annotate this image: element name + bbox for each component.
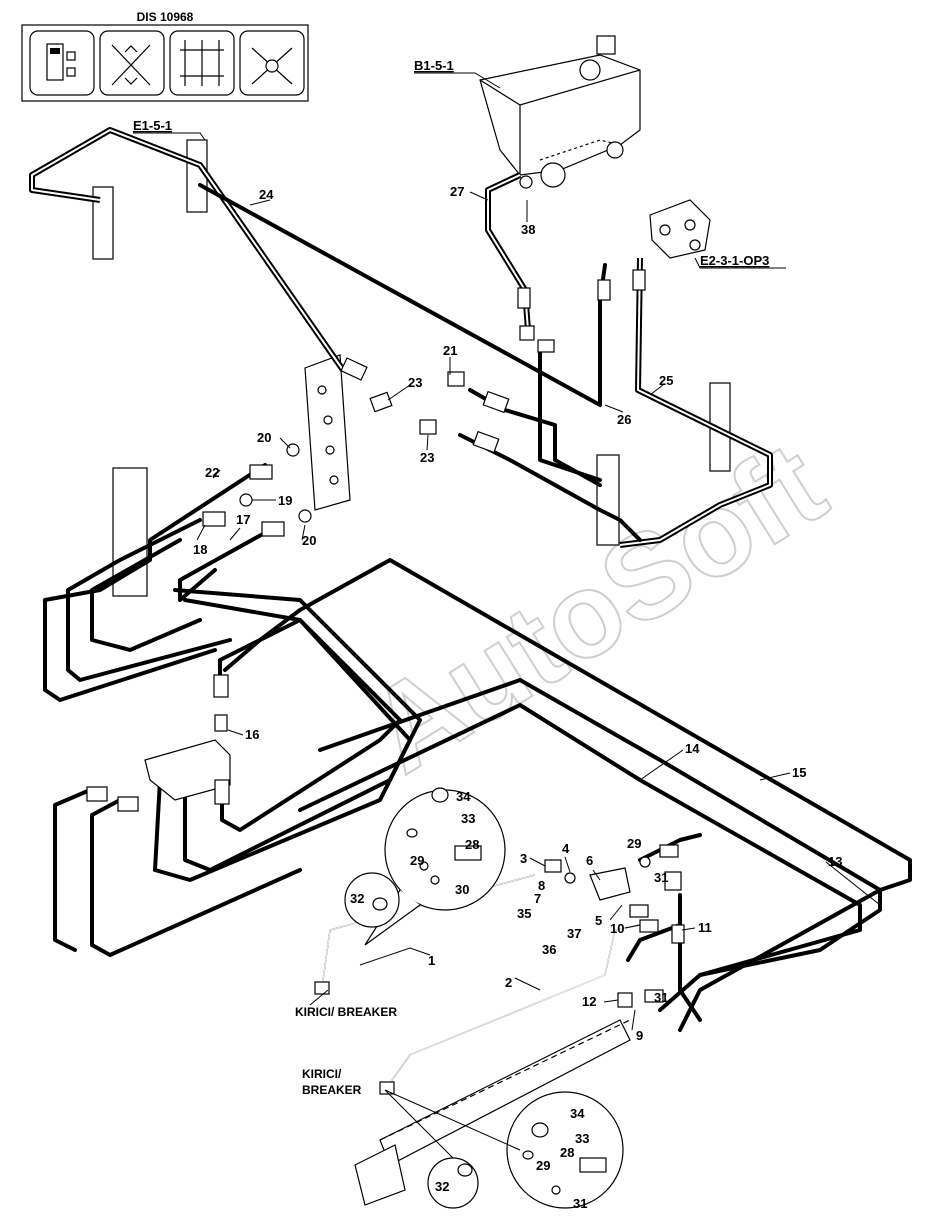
part-label: 25 <box>659 373 673 388</box>
part-label: 35 <box>517 906 531 921</box>
detail-callout-bottom <box>384 1089 624 1209</box>
manifold-blocks <box>92 139 731 597</box>
part-labels: 1 2 3 4 5 6 7 8 9 10 11 12 13 14 15 16 1… <box>193 184 842 1211</box>
part-label: 18 <box>193 542 207 557</box>
part-label: 34 <box>456 789 471 804</box>
ref-valve: E2-3-1-OP3 <box>700 253 769 268</box>
part-label: 13 <box>828 854 842 869</box>
hose-lines <box>29 127 912 1032</box>
part-label: 34 <box>570 1106 585 1121</box>
part-label: 10 <box>610 921 624 936</box>
detail-callout-top <box>344 787 506 946</box>
part-label: 4 <box>562 841 570 856</box>
part-label: 33 <box>575 1131 589 1146</box>
hydraulic-tank <box>479 35 641 188</box>
part-label: 29 <box>410 853 424 868</box>
part-label: 29 <box>536 1158 550 1173</box>
breaker-cylinder <box>354 1019 631 1206</box>
part-label: 19 <box>278 493 292 508</box>
part-label: 23 <box>420 450 434 465</box>
part-label: 38 <box>521 222 535 237</box>
part-label: 16 <box>245 727 259 742</box>
part-label: 2 <box>505 975 512 990</box>
ref-tank: B1-5-1 <box>414 58 454 73</box>
part-label: 15 <box>792 765 806 780</box>
part-label: 31 <box>573 1196 587 1211</box>
part-label: 14 <box>685 741 700 756</box>
ref-left-block: E1-5-1 <box>133 118 172 133</box>
part-label: 24 <box>259 187 274 202</box>
part-label: 28 <box>560 1145 574 1160</box>
header-box: DIS 10968 <box>21 10 309 102</box>
part-label: 31 <box>654 870 668 885</box>
part-label: 28 <box>465 837 479 852</box>
part-label: 5 <box>595 913 602 928</box>
part-label: 3 <box>520 851 527 866</box>
part-label: 1 <box>428 953 435 968</box>
part-label: 17 <box>236 512 250 527</box>
part-label: 22 <box>205 465 219 480</box>
part-label: 11 <box>698 920 712 935</box>
part-label: 20 <box>257 430 271 445</box>
assembly-icon <box>239 30 305 96</box>
part-label: 7 <box>534 891 541 906</box>
part-label: 32 <box>350 891 364 906</box>
part-label: 8 <box>538 878 545 893</box>
part-label: 26 <box>617 412 631 427</box>
part-label: 32 <box>435 1179 449 1194</box>
part-label: 6 <box>586 853 593 868</box>
part-label: 29 <box>627 836 641 851</box>
adjust-icon <box>169 30 235 96</box>
part-label: 37 <box>567 926 581 941</box>
manual-icon <box>29 30 95 96</box>
caption-breaker-bottom-2: BREAKER <box>302 1083 362 1097</box>
leader-lines <box>196 191 881 1031</box>
fittings <box>86 175 685 1095</box>
part-label: 30 <box>455 882 469 897</box>
caption-breaker-bottom-1: KIRICI/ <box>302 1067 342 1081</box>
part-label: 33 <box>461 811 475 826</box>
caption-breaker-top: KIRICI/ BREAKER <box>295 1005 397 1019</box>
part-label: 20 <box>302 533 316 548</box>
part-label: 36 <box>542 942 556 957</box>
part-label: 31 <box>654 990 668 1005</box>
part-label: 12 <box>582 994 596 1009</box>
part-label: 9 <box>636 1028 643 1043</box>
control-valve <box>649 199 711 259</box>
part-label: 27 <box>450 184 464 199</box>
part-label: 23 <box>408 375 422 390</box>
doc-code: DIS 10968 <box>137 10 194 24</box>
part-label: 21 <box>443 343 457 358</box>
tools-icon <box>99 30 165 96</box>
